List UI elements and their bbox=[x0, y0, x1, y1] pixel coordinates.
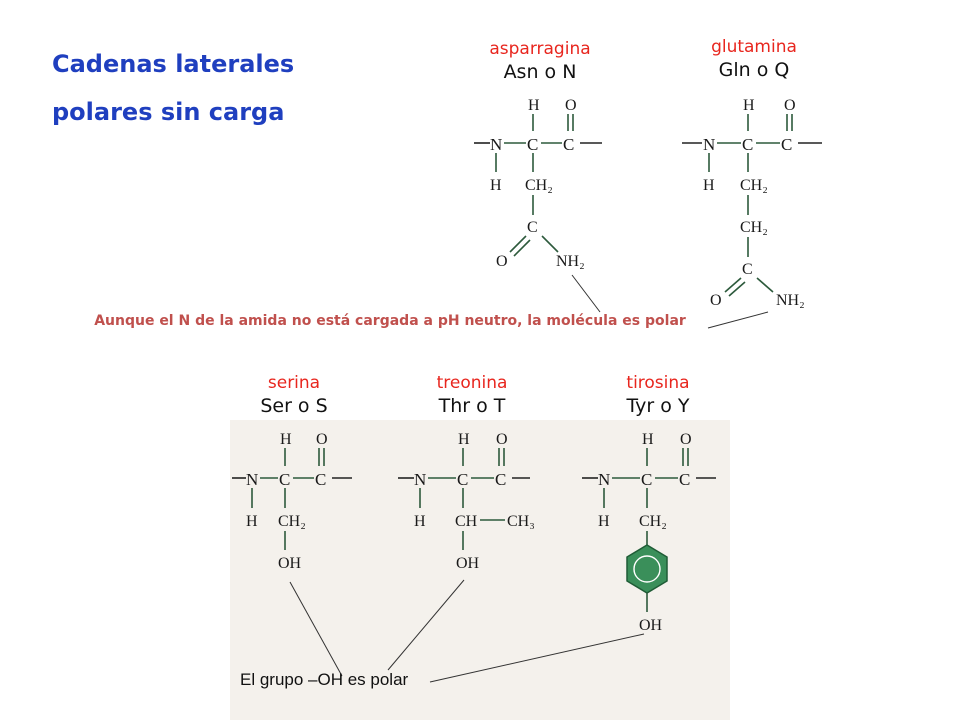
ser-alpha-c: C bbox=[279, 470, 290, 489]
tyr-carbonyl-c: C bbox=[679, 470, 690, 489]
asn-n-atom: N bbox=[490, 135, 502, 154]
asn-amine-h: H bbox=[490, 177, 502, 194]
gln-amide-o: O bbox=[710, 292, 722, 309]
glutamine-code: Gln o Q bbox=[718, 59, 790, 81]
asn-alpha-c: C bbox=[527, 135, 538, 154]
asparagine-label: asparragina Asn o N bbox=[460, 38, 620, 84]
asn-alpha-h: H bbox=[528, 97, 540, 114]
gln-amine-h: H bbox=[703, 177, 715, 194]
tyr-oh-pointer bbox=[429, 633, 645, 683]
threonine-name: treonina bbox=[436, 373, 508, 393]
ser-oh: OH bbox=[278, 555, 302, 572]
tyr-benzene-ring bbox=[626, 544, 668, 594]
thr-ch: CH bbox=[455, 513, 478, 530]
thr-carbonyl-o: O bbox=[496, 431, 508, 448]
glutamine-label: glutamina Gln o Q bbox=[674, 36, 834, 82]
tyr-oh: OH bbox=[639, 617, 663, 634]
tyr-amine-h: H bbox=[598, 513, 610, 530]
asparagine-structure: N C C H O H CH₂ C O NH₂ bbox=[474, 97, 602, 270]
serine-structure: N C C H O H CH₂ OH bbox=[232, 431, 352, 572]
asn-amide-c: C bbox=[527, 219, 538, 236]
oh-polarity-note: El grupo –OH es polar bbox=[240, 670, 409, 689]
thr-alpha-c: C bbox=[457, 470, 468, 489]
tyr-n-atom: N bbox=[598, 470, 610, 489]
tyrosine-name: tirosina bbox=[626, 373, 690, 393]
thr-oh: OH bbox=[456, 555, 480, 572]
thr-amine-h: H bbox=[414, 513, 426, 530]
page-title-line-1: Cadenas laterales bbox=[52, 50, 295, 78]
thr-carbonyl-c: C bbox=[495, 470, 506, 489]
glutamine-name: glutamina bbox=[711, 37, 797, 57]
ser-carbonyl-c: C bbox=[315, 470, 326, 489]
gln-ch2-2: CH₂ bbox=[740, 219, 768, 236]
glutamine-structure: N C C H O H CH₂ CH₂ C O NH₂ bbox=[682, 97, 822, 309]
gln-carbonyl-c: C bbox=[781, 135, 792, 154]
tyrosine-code: Tyr o Y bbox=[626, 395, 690, 417]
threonine-label: treonina Thr o T bbox=[392, 372, 552, 418]
thr-alpha-h: H bbox=[458, 431, 470, 448]
serine-label: serina Ser o S bbox=[214, 372, 374, 418]
tyrosine-structure: N C C H O H CH₂ OH bbox=[582, 431, 716, 634]
gln-alpha-h: H bbox=[743, 97, 755, 114]
threonine-structure: N C C H O H CH CH₃ OH bbox=[398, 431, 535, 572]
ser-carbonyl-o: O bbox=[316, 431, 328, 448]
gln-alpha-c: C bbox=[742, 135, 753, 154]
ser-ch2: CH₂ bbox=[278, 513, 306, 530]
asn-nh2: NH₂ bbox=[556, 253, 585, 270]
tyr-alpha-h: H bbox=[642, 431, 654, 448]
tyrosine-label: tirosina Tyr o Y bbox=[578, 372, 738, 418]
serine-code: Ser o S bbox=[260, 395, 328, 417]
asparagine-name: asparragina bbox=[489, 39, 591, 59]
ser-n-atom: N bbox=[246, 470, 258, 489]
thr-n-atom: N bbox=[414, 470, 426, 489]
page-title-line-2: polares sin carga bbox=[52, 98, 285, 126]
tyr-alpha-c: C bbox=[641, 470, 652, 489]
tyr-carbonyl-o: O bbox=[680, 431, 692, 448]
gln-carbonyl-o: O bbox=[784, 97, 796, 114]
gln-amide-pointer bbox=[707, 311, 769, 329]
ser-alpha-h: H bbox=[280, 431, 292, 448]
gln-nh2: NH₂ bbox=[776, 292, 805, 309]
tyr-ch2: CH₂ bbox=[639, 513, 667, 530]
asn-carbonyl-o: O bbox=[565, 97, 577, 114]
ser-oh-pointer bbox=[289, 581, 343, 677]
asn-ch2: CH₂ bbox=[525, 177, 553, 194]
asn-amide-o: O bbox=[496, 253, 508, 270]
ser-amine-h: H bbox=[246, 513, 258, 530]
gln-ch2-1: CH₂ bbox=[740, 177, 768, 194]
asn-amide-pointer bbox=[571, 274, 601, 313]
amide-polarity-note: Aunque el N de la amida no está cargada … bbox=[94, 313, 686, 329]
thr-ch3: CH₃ bbox=[507, 513, 535, 530]
gln-amide-c: C bbox=[742, 261, 753, 278]
threonine-code: Thr o T bbox=[438, 395, 506, 417]
asn-carbonyl-c: C bbox=[563, 135, 574, 154]
serine-name: serina bbox=[267, 373, 321, 393]
asparagine-code: Asn o N bbox=[503, 61, 577, 83]
thr-oh-pointer bbox=[387, 579, 465, 671]
gln-n-atom: N bbox=[703, 135, 715, 154]
